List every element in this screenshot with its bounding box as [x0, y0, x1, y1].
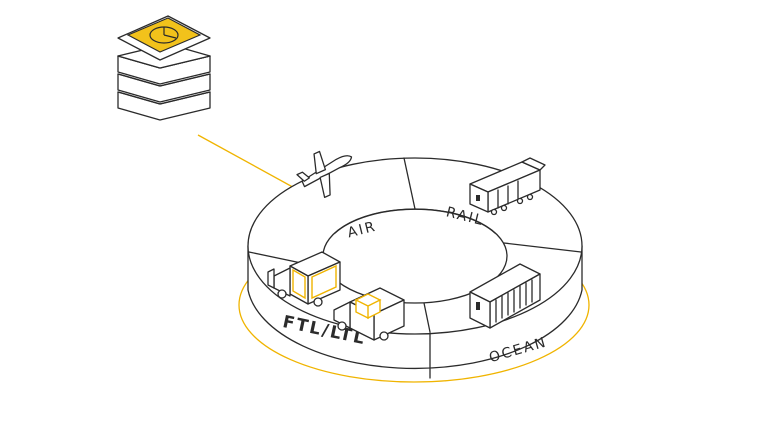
pie-chart-icon — [149, 26, 179, 44]
delivery-truck-icon — [333, 287, 405, 341]
shipping-container-icon — [469, 263, 541, 329]
train-icon — [469, 157, 546, 216]
divider-ocean-ftl — [423, 302, 431, 333]
airplane-icon — [296, 150, 353, 199]
server-stack-icon — [117, 15, 211, 121]
box-truck-icon — [267, 251, 341, 307]
segment-label-air: AIR — [346, 219, 378, 242]
divider-air-rail — [403, 157, 416, 210]
divider-rail-ocean — [503, 242, 582, 253]
